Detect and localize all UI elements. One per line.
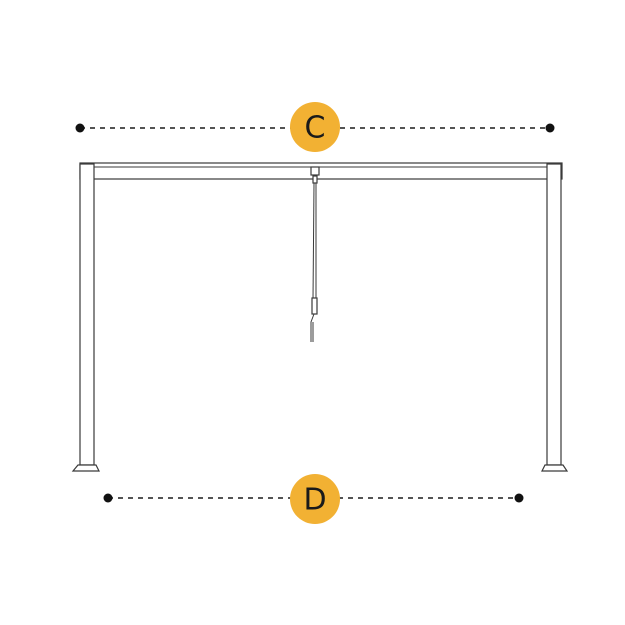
pergola-frame [71,162,569,472]
cord-weight [311,297,318,315]
dimension-c-label: C [305,111,326,146]
top-beam [79,162,563,180]
dimension-d-left-endpoint [103,493,113,503]
dimension-d-label: D [303,483,326,518]
dimension-c-left-endpoint [75,123,85,133]
dimension-c-right-endpoint [545,123,555,133]
dimension-d-badge [290,474,340,524]
cord-mount [310,166,320,176]
dimension-c: C [75,102,555,152]
right-post [546,163,562,466]
cord-connector [312,175,318,184]
dimension-d-right-endpoint [514,493,524,503]
dimension-d: D [103,474,524,524]
cord-line-left [312,182,315,301]
left-post [79,163,95,466]
pull-cord [310,166,320,342]
dimension-c-badge [290,102,340,152]
cord-wand [310,313,315,342]
left-post-foot [71,464,100,472]
right-post-foot [541,464,569,472]
